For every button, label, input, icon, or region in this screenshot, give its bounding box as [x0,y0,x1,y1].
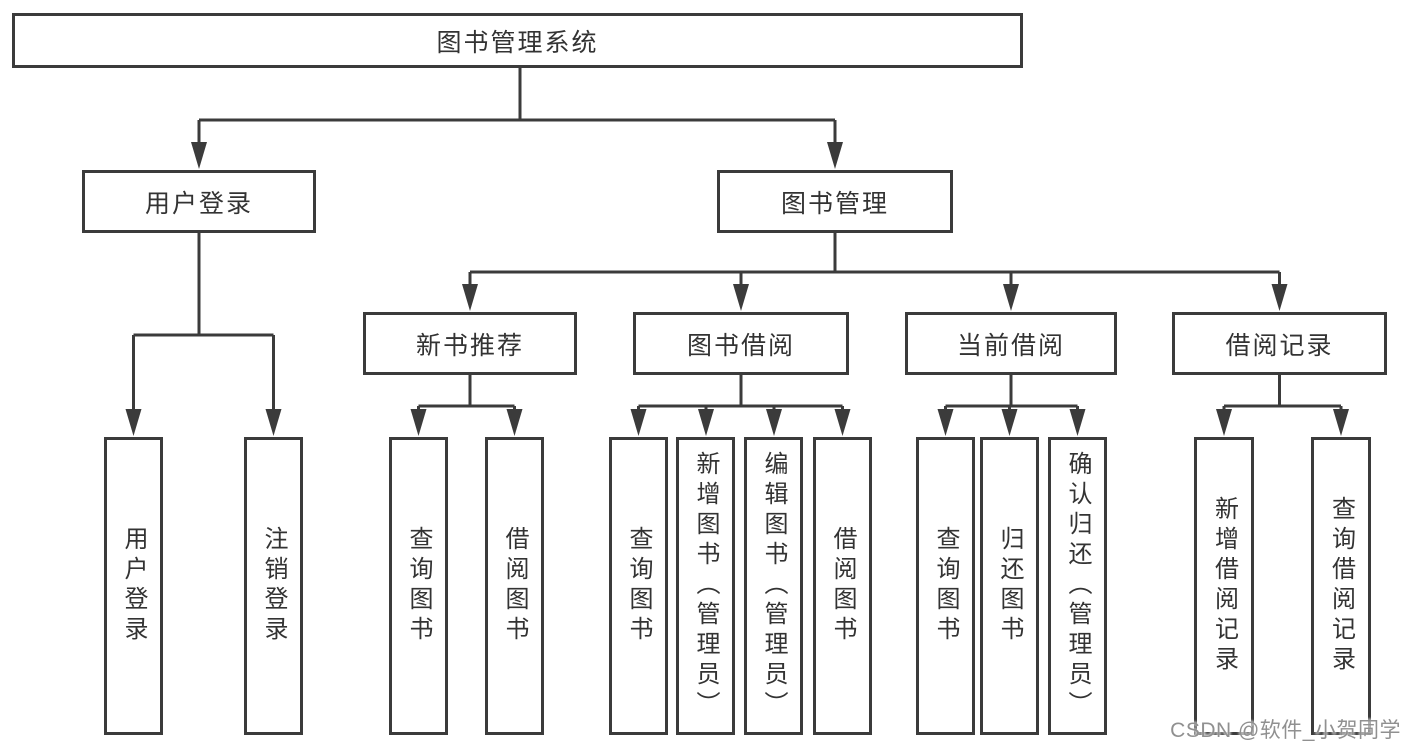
node-current-borrow: 当前借阅 [905,312,1117,375]
node-library-system: 图书管理系统 [12,13,1023,68]
node-book-borrow: 图书借阅 [633,312,849,375]
node-label: 借阅图书 [829,526,856,646]
node-label: 借阅记录 [1225,331,1334,360]
node-label: 确认归还（管理员） [1064,451,1091,721]
leaf-newbook-query-books: 查询图书 [389,437,448,735]
node-label: 图书借阅 [686,331,795,360]
node-label: 图书管理系统 [436,28,599,57]
node-label: 借阅图书 [501,526,528,646]
node-label: 图书管理 [780,189,889,218]
leaf-add-borrow-record: 新增借阅记录 [1194,437,1254,735]
node-label: 查询图书 [932,526,959,646]
node-book-management: 图书管理 [717,170,953,233]
node-label: 注销登录 [260,526,287,646]
leaf-user-login: 用户登录 [104,437,163,735]
csdn-watermark: CSDN @软件_小贺同学 [1170,719,1401,742]
leaf-current-query-books: 查询图书 [916,437,975,735]
leaf-confirm-return-admin: 确认归还（管理员） [1048,437,1107,735]
leaf-edit-books-admin: 编辑图书（管理员） [744,437,803,735]
node-label: 用户登录 [144,189,253,218]
node-label: 归还图书 [996,526,1023,646]
leaf-query-borrow-record: 查询借阅记录 [1311,437,1371,735]
node-label: 新书推荐 [415,331,524,360]
node-label: 当前借阅 [956,331,1065,360]
node-label: 编辑图书（管理员） [760,451,787,721]
node-label: 新增借阅记录 [1210,496,1238,676]
node-new-book-recommend: 新书推荐 [363,312,577,375]
node-label: 查询图书 [405,526,432,646]
node-label: 新增图书（管理员） [692,451,719,721]
leaf-borrow-books: 借阅图书 [813,437,872,735]
leaf-add-books-admin: 新增图书（管理员） [676,437,735,735]
leaf-borrow-query-books: 查询图书 [609,437,668,735]
node-label: 查询借阅记录 [1327,496,1355,676]
leaf-newbook-borrow-books: 借阅图书 [485,437,544,735]
node-user-login: 用户登录 [82,170,316,233]
node-label: 用户登录 [120,526,147,646]
node-borrow-record: 借阅记录 [1172,312,1387,375]
leaf-logout: 注销登录 [244,437,303,735]
leaf-return-books: 归还图书 [980,437,1039,735]
node-label: 查询图书 [625,526,652,646]
